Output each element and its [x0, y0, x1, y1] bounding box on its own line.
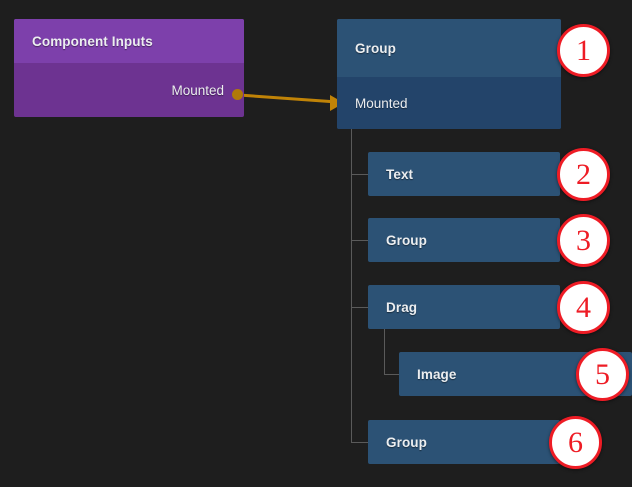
node-drag[interactable]: Drag: [368, 285, 560, 329]
node-title-text: Text: [368, 152, 560, 196]
tree-stub-text: [351, 174, 368, 175]
tree-stub-group-2: [351, 240, 368, 241]
node-title-group-2: Group: [368, 218, 560, 262]
node-group-3[interactable]: Group: [368, 420, 560, 464]
node-port-mounted-out[interactable]: Mounted: [171, 82, 224, 98]
node-text[interactable]: Text: [368, 152, 560, 196]
node-title-component-inputs: Component Inputs: [14, 19, 244, 63]
tree-stub-image: [384, 374, 399, 375]
tree-stub-drag: [351, 307, 368, 308]
tree-stub-group-3: [351, 442, 368, 443]
node-title-group-root: Group: [337, 19, 561, 77]
step-badge-4: 4: [557, 281, 610, 334]
node-port-mounted-in[interactable]: Mounted: [337, 77, 561, 129]
tree-trunk-line: [351, 129, 352, 442]
tree-branch-image-line: [384, 329, 385, 374]
node-component-inputs[interactable]: Component Inputs Mounted: [14, 19, 244, 117]
node-group-root[interactable]: Group Mounted: [337, 19, 561, 129]
node-group-2[interactable]: Group: [368, 218, 560, 262]
step-badge-6: 6: [549, 416, 602, 469]
step-badge-5: 5: [576, 348, 629, 401]
step-badge-1: 1: [557, 24, 610, 77]
output-port-dot[interactable]: [232, 89, 243, 100]
node-title-group-3: Group: [368, 420, 560, 464]
step-badge-3: 3: [557, 214, 610, 267]
step-badge-2: 2: [557, 148, 610, 201]
node-title-drag: Drag: [368, 285, 560, 329]
